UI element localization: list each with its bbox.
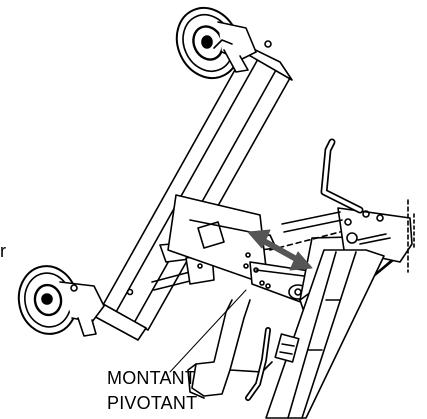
bottom-caster-wheel [17,265,134,337]
callout-leader-line [169,289,247,373]
edge-letter-fragment: r [0,241,6,261]
lower-u-frame [187,299,300,401]
callout-label-line-2: PIVOTANT [107,393,198,413]
top-caster-wheel [175,6,272,80]
gusset-plate [167,194,269,286]
main-frame-tube [89,39,293,341]
motion-arrow [247,229,313,271]
callout-label-line-1: MONTANT [107,368,197,388]
lower-foot-tube [265,249,385,419]
